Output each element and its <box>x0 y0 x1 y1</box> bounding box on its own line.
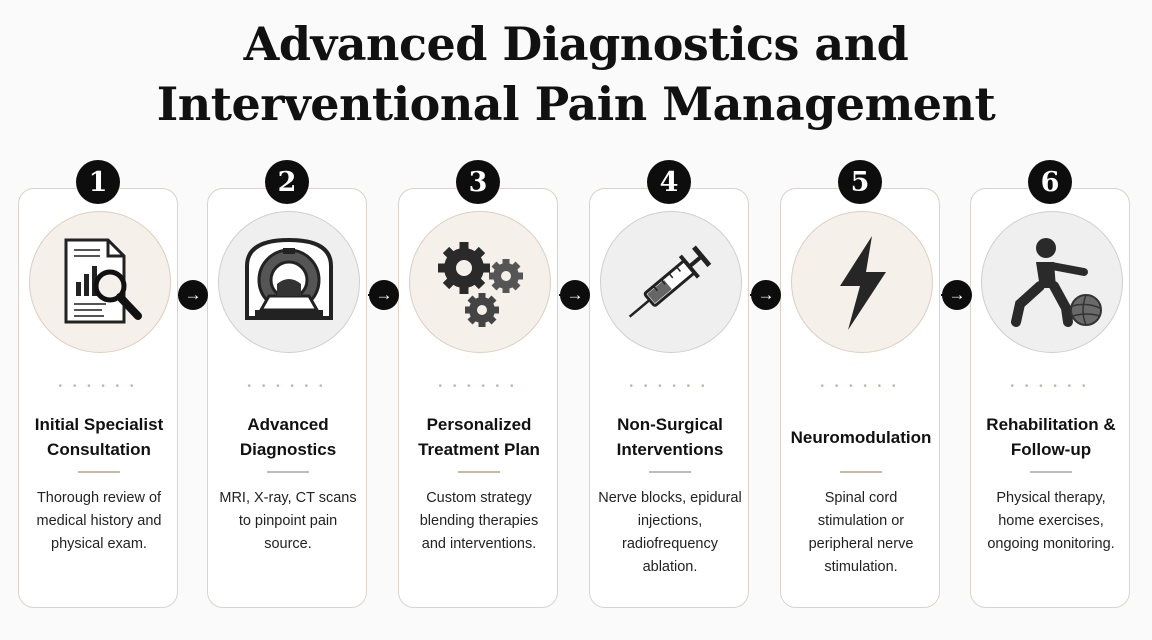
step-description: Nerve blocks, epidural injections, radio… <box>598 490 742 575</box>
icon-circle <box>29 211 171 353</box>
step-card-3: • • • • • • Personalized Treatment Plan … <box>398 188 558 608</box>
icon-circle <box>981 211 1123 353</box>
gears-icon <box>438 242 523 327</box>
divider <box>78 471 120 473</box>
divider <box>649 471 691 473</box>
step-title: Rehabilitation & Follow-up <box>986 415 1116 459</box>
arrow-icon: → <box>751 280 781 310</box>
step-card-5: • • • • • • Neuromodulation Spinal cord … <box>780 188 940 608</box>
arrow-icon: → <box>942 280 972 310</box>
divider <box>267 471 309 473</box>
decorative-dots: • • • • • • <box>438 381 518 392</box>
divider <box>840 471 882 473</box>
syringe-icon <box>628 245 712 318</box>
step-title: Initial Specialist Consultation <box>34 415 164 459</box>
step-number-2: 2 <box>265 160 309 204</box>
page-title: Advanced Diagnostics and Interventional … <box>0 14 1152 134</box>
step-title: Neuromodulation <box>790 427 932 447</box>
step-number-3: 3 <box>456 160 500 204</box>
step-description: Custom strategy blending therapies and i… <box>419 490 539 552</box>
step-card-1: • • • • • • Initial Specialist Consultat… <box>18 188 178 608</box>
step-title: Personalized Treatment Plan <box>418 415 540 459</box>
icon-circle <box>791 211 933 353</box>
icon-circle <box>218 211 360 353</box>
icon-circle <box>600 211 742 353</box>
arrow-icon: → <box>178 280 208 310</box>
step-card-2: • • • • • • Advanced Diagnostics MRI, X-… <box>207 188 367 608</box>
mri-scanner-icon <box>245 237 333 320</box>
step-number-4: 4 <box>647 160 691 204</box>
decorative-dots: • • • • • • <box>58 381 138 392</box>
step-title: Non-Surgical Interventions <box>616 415 724 459</box>
step-description: Physical therapy, home exercises, ongoin… <box>987 490 1115 552</box>
step-description: Spinal cord stimulation or peripheral ne… <box>808 490 914 575</box>
decorative-dots: • • • • • • <box>247 381 327 392</box>
step-card-4: • • • • • • Non-Surgical Interventions N… <box>589 188 749 608</box>
step-title: Advanced Diagnostics <box>239 415 337 459</box>
title-line-2: Interventional Pain Management <box>156 77 996 131</box>
title-line-1: Advanced Diagnostics and <box>243 17 909 71</box>
step-number-1: 1 <box>76 160 120 204</box>
arrow-icon: → <box>369 280 399 310</box>
step-card-6: • • • • • • Rehabilitation & Follow-up P… <box>970 188 1130 608</box>
step-description: MRI, X-ray, CT scans to pinpoint pain so… <box>219 490 357 552</box>
icon-circle <box>409 211 551 353</box>
step-number-6: 6 <box>1028 160 1072 204</box>
step-description: Thorough review of medical history and p… <box>36 490 162 552</box>
exercise-person-icon <box>1011 238 1102 327</box>
lightning-bolt-icon <box>840 236 886 330</box>
decorative-dots: • • • • • • <box>629 381 709 392</box>
decorative-dots: • • • • • • <box>1010 381 1090 392</box>
divider <box>1030 471 1072 473</box>
decorative-dots: • • • • • • <box>820 381 900 392</box>
arrow-icon: → <box>560 280 590 310</box>
document-magnifier-icon <box>64 238 142 324</box>
divider <box>458 471 500 473</box>
step-number-5: 5 <box>838 160 882 204</box>
